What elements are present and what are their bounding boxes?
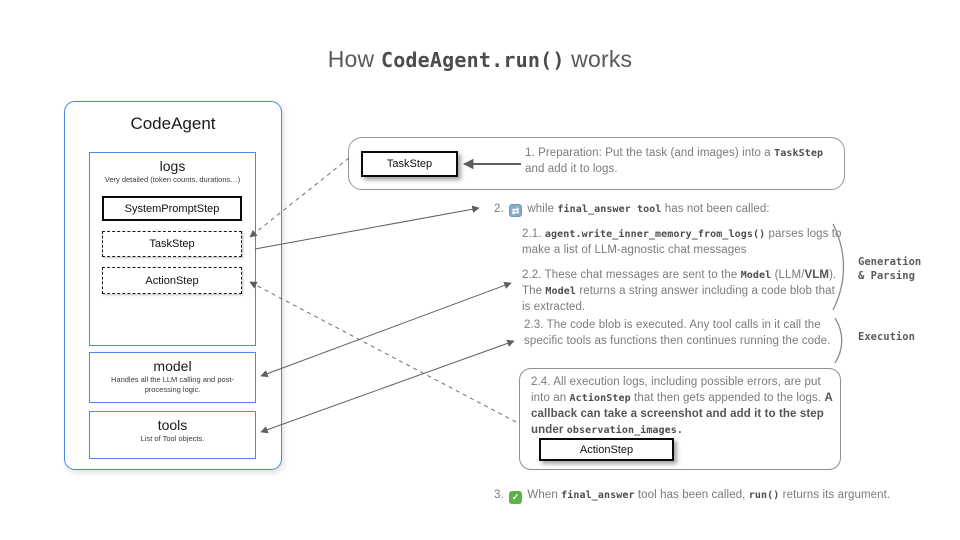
step22-code-model-2: Model	[545, 286, 577, 298]
step24-code-observation: observation_images.	[566, 425, 684, 437]
step21-text: 2.1. agent.write_inner_memory_from_logs(…	[522, 226, 844, 258]
step24-seg-b: that then gets appended to the logs.	[630, 392, 825, 405]
page-title: How CodeAgent.run() works	[0, 46, 960, 73]
loop-icon: ⇄	[509, 204, 523, 217]
step23-seg-a: The code blob is executed. Any tool call…	[524, 319, 831, 348]
step22-text: 2.2. These chat messages are sent to the…	[522, 267, 844, 315]
taskstep-chip: TaskStep	[102, 231, 242, 257]
arrow-box24-to-logs-actionstep	[249, 281, 517, 423]
step24-code-actionstep: ActionStep	[569, 393, 631, 405]
step3-code-final-answer: final_answer	[561, 490, 635, 501]
step2-code: final_answer tool	[557, 204, 662, 215]
model-title: model	[153, 358, 192, 374]
model-box: model Handles all the LLM calling and po…	[89, 352, 256, 403]
tools-title: tools	[157, 417, 188, 433]
systempromptstep-chip: SystemPromptStep	[102, 196, 242, 221]
generation-label-line2: & Parsing	[858, 270, 915, 282]
step1-code: TaskStep	[774, 148, 824, 159]
title-pre: How	[327, 46, 381, 72]
step21-code: agent.write_inner_memory_from_logs()	[544, 229, 766, 240]
step1-num: 1.	[525, 147, 535, 159]
step3-num: 3.	[494, 489, 504, 501]
step24-text: 2.4. All execution logs, including possi…	[531, 374, 833, 438]
logs-box: logs Very detailed (token counts, durati…	[89, 152, 256, 346]
logs-title: logs	[159, 158, 186, 174]
step23-num: 2.3.	[524, 319, 547, 331]
step22-code-model-1: Model	[740, 270, 772, 282]
step22-seg-b: (LLM/	[771, 269, 805, 282]
step21-22-block: 2.1. agent.write_inner_memory_from_logs(…	[522, 226, 844, 324]
codeagent-container: CodeAgent logs Very detailed (token coun…	[64, 101, 282, 470]
step22-seg-d: returns a string answer including a code…	[522, 285, 835, 314]
step24-num: 2.4.	[531, 376, 554, 388]
step24-callback-note: A callback can take a screenshot and add…	[531, 392, 833, 437]
generation-label-line1: Generation	[858, 256, 922, 268]
step22-seg-a: These chat messages are sent to the	[544, 269, 741, 282]
step24-box: 2.4. All execution logs, including possi…	[519, 368, 841, 470]
step1-box: TaskStep 1. Preparation: Put the task (a…	[348, 137, 845, 190]
step1-seg-a: Preparation: Put the task (and images) i…	[534, 147, 775, 159]
step22-num: 2.2.	[522, 269, 545, 282]
step24-seg-a: All execution logs, including possible e…	[531, 376, 821, 405]
step2-seg-b: has not been called:	[661, 203, 770, 215]
title-code: CodeAgent.run()	[380, 48, 565, 72]
step1-taskstep-chip: TaskStep	[361, 151, 458, 177]
step2-num: 2.	[494, 203, 504, 215]
execution-label: Execution	[858, 331, 915, 343]
step23-text: 2.3. The code blob is executed. Any tool…	[524, 317, 848, 349]
step2-seg-a: while	[527, 203, 558, 215]
actionstep-chip: ActionStep	[102, 267, 242, 294]
step24-actionstep-chip: ActionStep	[539, 438, 674, 461]
step1-text: 1. Preparation: Put the task (and images…	[525, 145, 839, 177]
step2-line: 2. ⇄ while final_answer tool has not bee…	[494, 201, 770, 217]
arrow-tools-to-step23	[260, 339, 515, 434]
logs-subtitle: Very detailed (token counts, durations…)	[104, 175, 241, 184]
model-subtitle: Handles all the LLM calling and post-pro…	[111, 375, 234, 394]
arrow-model-to-step22	[260, 281, 512, 378]
check-icon: ✓	[509, 491, 523, 504]
title-post: works	[564, 46, 633, 72]
step21-num: 2.1.	[522, 228, 545, 240]
tools-box: tools List of Tool objects.	[89, 411, 256, 459]
tools-subtitle: List of Tool objects.	[140, 434, 205, 443]
step3-seg-a: When	[527, 489, 562, 501]
step3-seg-c: returns its argument.	[779, 489, 891, 501]
step3-code-run: run()	[748, 490, 780, 501]
step1-seg-b: and add it to logs.	[525, 163, 618, 176]
step3-seg-b: tool has been called,	[634, 489, 749, 501]
step3-line: 3. ✓ When final_answer tool has been cal…	[494, 487, 890, 504]
generation-parsing-label: Generation & Parsing	[858, 255, 921, 283]
arrow-logs-to-step2	[254, 205, 480, 250]
step21-seg-a: parses logs to make a list of LLM-agnost…	[522, 228, 842, 257]
codeagent-title: CodeAgent	[130, 114, 216, 133]
step22-vlm: VLM	[804, 269, 830, 282]
step23-block: 2.3. The code blob is executed. Any tool…	[524, 317, 848, 349]
